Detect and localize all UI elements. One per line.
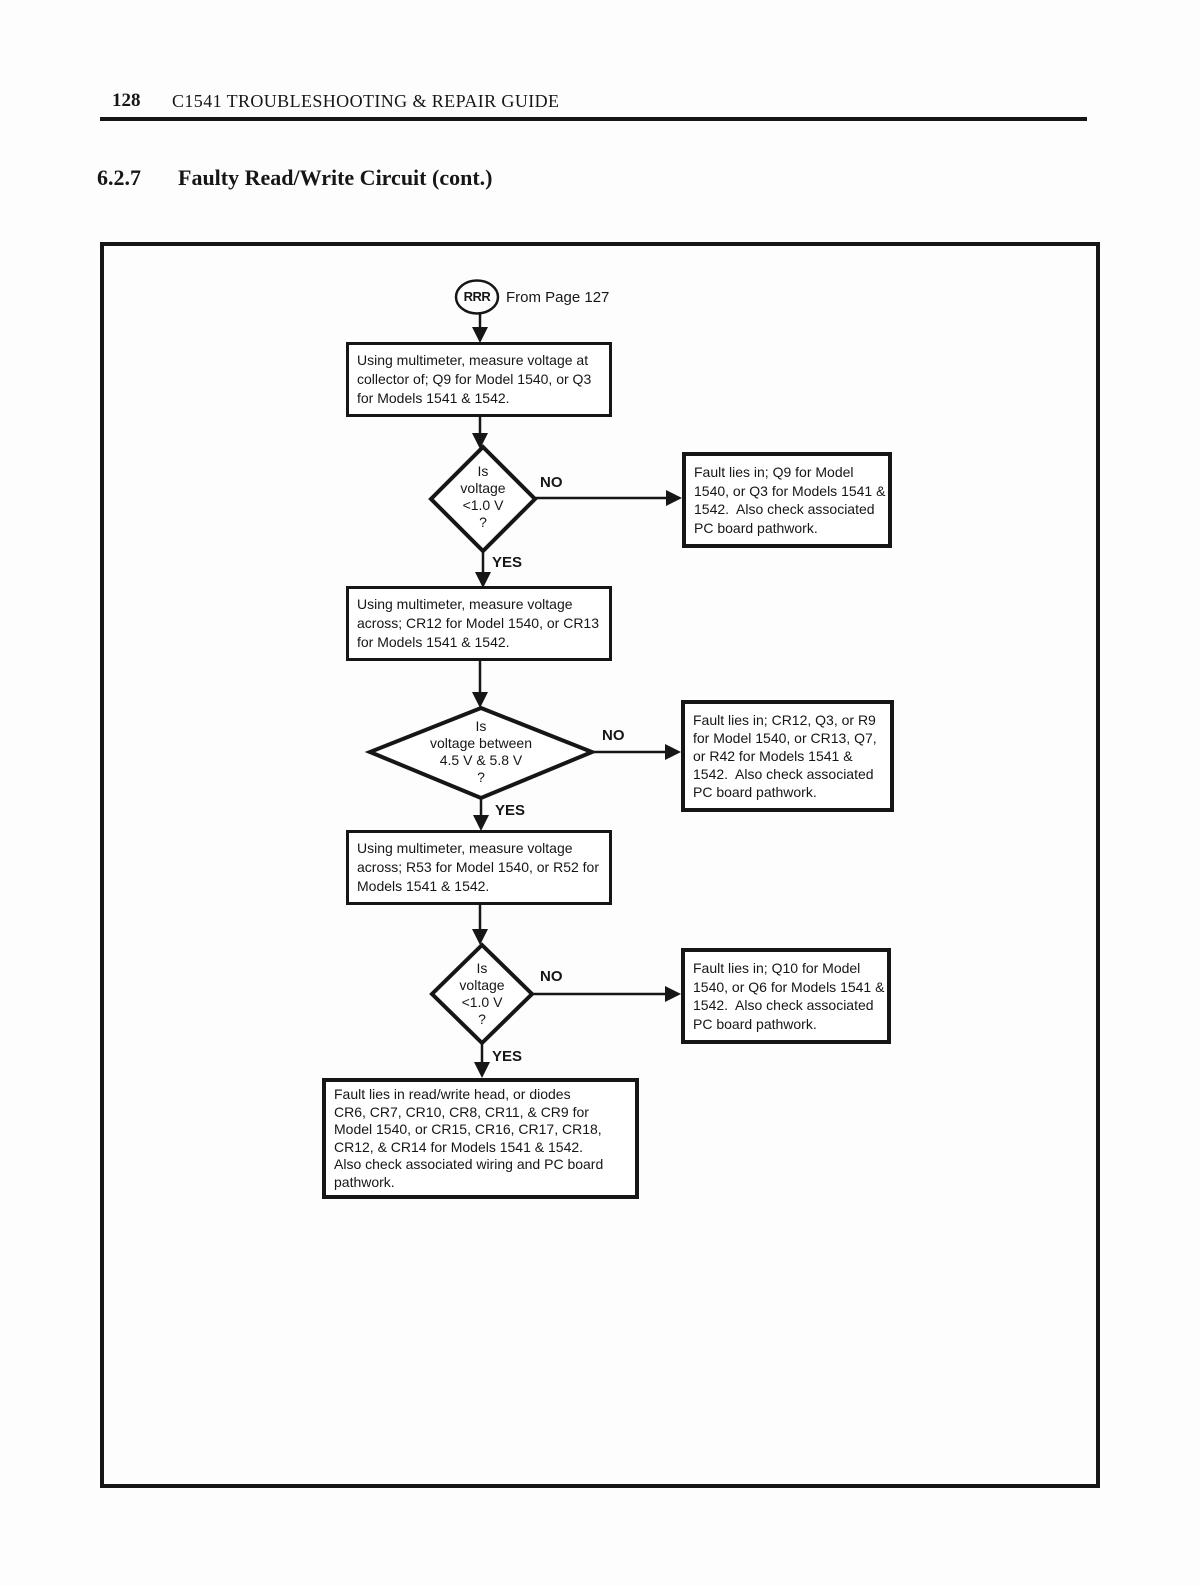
fault-box-1: Fault lies in; Q9 for Model 1540, or Q3 … (682, 452, 892, 548)
offpage-connector-label: RRR (463, 289, 491, 304)
running-title: C1541 TROUBLESHOOTING & REPAIR GUIDE (172, 91, 560, 111)
fault-box-2: Fault lies in; CR12, Q3, or R9 for Model… (681, 700, 894, 812)
decision-1-text: Is voltage <1.0 V ? (460, 463, 506, 530)
section-title: Faulty Read/Write Circuit (cont.) (178, 165, 493, 190)
process-box-1: Using multimeter, measure voltage at col… (346, 342, 612, 417)
decision-3-text: Is voltage <1.0 V ? (459, 960, 505, 1027)
flowchart-frame (100, 242, 1100, 1488)
from-page-caption: From Page 127 (506, 289, 610, 306)
yes-label-3: YES (492, 1048, 523, 1065)
process-box-2: Using multimeter, measure voltage across… (346, 586, 612, 661)
page-number: 128 (112, 90, 141, 111)
final-fault-box: Fault lies in read/write head, or diodes… (322, 1078, 639, 1199)
decision-2-text: Is voltage between 4.5 V & 5.8 V ? (430, 718, 532, 785)
no-label-1: NO (540, 474, 563, 491)
process-box-3: Using multimeter, measure voltage across… (346, 830, 612, 905)
no-label-3: NO (540, 968, 563, 985)
no-label-2: NO (602, 727, 625, 744)
header-rule (100, 117, 1087, 121)
section-number: 6.2.7 (97, 165, 141, 190)
yes-label-2: YES (495, 802, 526, 819)
fault-box-3: Fault lies in; Q10 for Model 1540, or Q6… (681, 948, 891, 1044)
yes-label-1: YES (492, 554, 523, 571)
